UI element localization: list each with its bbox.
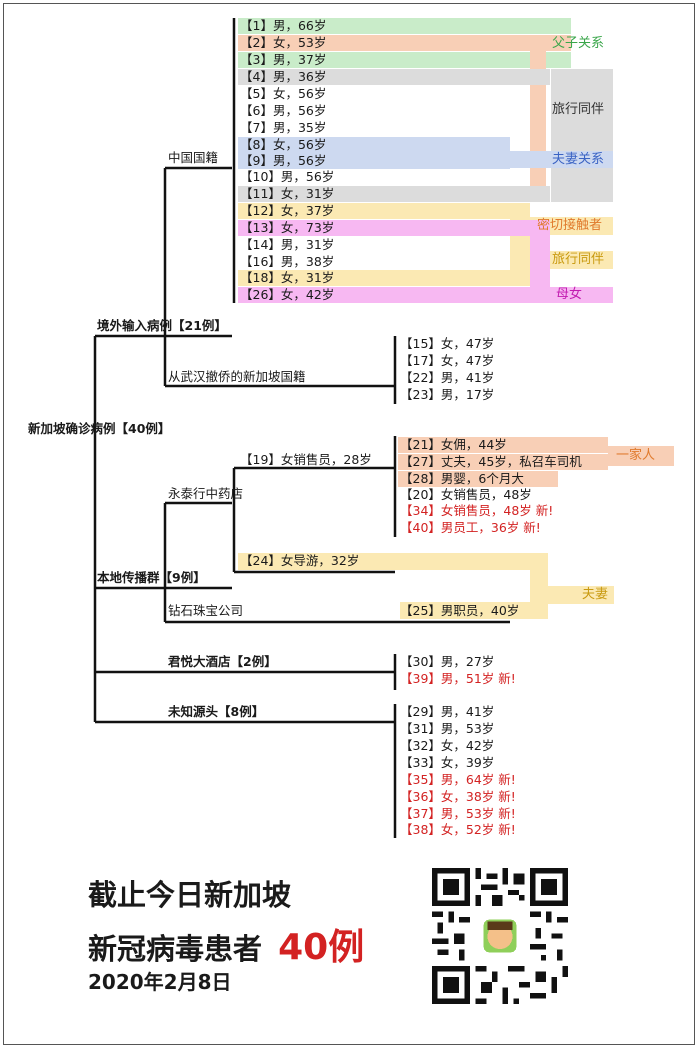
case-item: 【20】女销售员，48岁 [400, 487, 532, 502]
case-item: 【33】女，39岁 [400, 755, 495, 770]
band-pink-vertical [530, 220, 550, 302]
case-item-new: 【35】男，64岁 新! [400, 772, 516, 787]
case-item: 【6】男，56岁 [240, 103, 327, 118]
band-case13 [238, 220, 530, 236]
relation-mother-daughter: 母女 [556, 287, 583, 302]
case-item-new: 【36】女，38岁 新! [400, 789, 516, 804]
band-case11 [238, 186, 550, 202]
band-case4 [238, 69, 550, 85]
band-case28 [398, 471, 558, 487]
case-item-new: 【40】男员工，36岁 新! [400, 520, 541, 535]
case-item: 【11】女，31岁 [240, 186, 335, 201]
tree-connectors [93, 18, 510, 838]
band-case3 [238, 52, 571, 68]
band-case12 [238, 203, 530, 219]
imported-title: 境外输入病例【21例】 [97, 318, 227, 333]
case-19: 【19】女销售员，28岁 [240, 452, 372, 467]
band-family [608, 446, 674, 466]
band-travel2 [530, 251, 613, 269]
band-couple2-vertical [530, 553, 548, 619]
band-salmon-vertical [530, 35, 546, 195]
root-title: 新加坡确诊病例【40例】 [28, 421, 171, 436]
band-case2 [238, 35, 571, 51]
headline-line1: 截止今日新加坡 [88, 878, 292, 912]
image-frame [3, 3, 695, 1045]
case-item: 【14】男，31岁 [240, 237, 335, 252]
hotel-title: 君悦大酒店【2例】 [168, 654, 277, 669]
headline-date: 2020年2月8日 [88, 970, 232, 994]
case-item: 【29】男，41岁 [400, 704, 495, 719]
yongtai-title: 永泰行中药店 [168, 486, 244, 501]
case-25: 【25】男职员，40岁 [400, 603, 520, 618]
headline-count: 40例 [278, 927, 365, 968]
unknown-title: 未知源头【8例】 [168, 704, 265, 719]
case-item: 【18】女，31岁 [240, 270, 335, 285]
band-case8-9 [238, 137, 510, 169]
case-item: 【8】女，56岁 [240, 137, 327, 152]
case-item: 【5】女，56岁 [240, 86, 327, 101]
headline-line2: 新冠病毒患者 40例 [88, 918, 364, 970]
band-case21 [398, 437, 608, 453]
relation-couple2: 夫妻 [582, 587, 609, 602]
case-item: 【10】男，56岁 [240, 169, 335, 184]
case-item: 【16】男，38岁 [240, 254, 335, 269]
case-item: 【1】男，66岁 [240, 18, 327, 33]
case-24: 【24】女导游，32岁 [240, 553, 360, 568]
case-item: 【26】女，42岁 [240, 287, 335, 302]
band-couple-connector [510, 151, 613, 168]
case-item: 【13】女，73岁 [240, 220, 335, 235]
band-case18 [238, 270, 530, 286]
band-case27 [398, 454, 608, 470]
case-item: 【7】男，35岁 [240, 120, 327, 135]
relation-travel2: 旅行同伴 [552, 252, 605, 267]
case-item: 【32】女，42岁 [400, 738, 495, 753]
case-item: 【28】男婴，6个月大 [400, 471, 524, 486]
case-item: 【23】男，17岁 [400, 387, 495, 402]
case-item-new: 【34】女销售员，48岁 新! [400, 503, 554, 518]
local-title: 本地传播群【9例】 [97, 570, 206, 585]
case-item-new: 【38】女，52岁 新! [400, 822, 516, 837]
relation-father-son: 父子关系 [552, 36, 605, 51]
relation-family: 一家人 [616, 448, 656, 463]
case-item: 【31】男，53岁 [400, 721, 495, 736]
band-case25 [400, 602, 548, 619]
case-item: 【27】丈夫，45岁，私召车司机 [400, 454, 582, 469]
case-item: 【12】女，37岁 [240, 203, 335, 218]
relation-travel1: 旅行同伴 [552, 102, 605, 117]
band-case26 [238, 287, 613, 303]
evacuee-group-title: 从武汉撤侨的新加坡国籍 [168, 369, 306, 384]
relation-close-contact: 密切接触者 [537, 218, 603, 233]
band-gray-vertical [551, 69, 613, 202]
case-item: 【4】男，36岁 [240, 69, 327, 84]
headline-text: 新冠病毒患者 [88, 932, 263, 966]
qr-code-icon [432, 868, 568, 1004]
case-item-new: 【37】男，53岁 新! [400, 806, 516, 821]
case-item: 【30】男，27岁 [400, 654, 495, 669]
chinese-group-title: 中国国籍 [168, 150, 219, 165]
band-couple2 [548, 586, 614, 604]
case-item: 【21】女佣，44岁 [400, 437, 507, 452]
case-item: 【9】男，56岁 [240, 153, 327, 168]
band-case1 [238, 18, 571, 34]
case-item-new: 【39】男，51岁 新! [400, 671, 516, 686]
case-item: 【2】女，53岁 [240, 35, 327, 50]
case-item: 【22】男，41岁 [400, 370, 495, 385]
band-case24 [238, 553, 548, 570]
case-item: 【15】女，47岁 [400, 336, 495, 351]
case-item: 【3】男，37岁 [240, 52, 327, 67]
band-close-contact [530, 217, 613, 235]
case-item: 【17】女，47岁 [400, 353, 495, 368]
relation-couple1: 夫妻关系 [552, 152, 605, 167]
jewelry-title: 钻石珠宝公司 [168, 603, 244, 618]
